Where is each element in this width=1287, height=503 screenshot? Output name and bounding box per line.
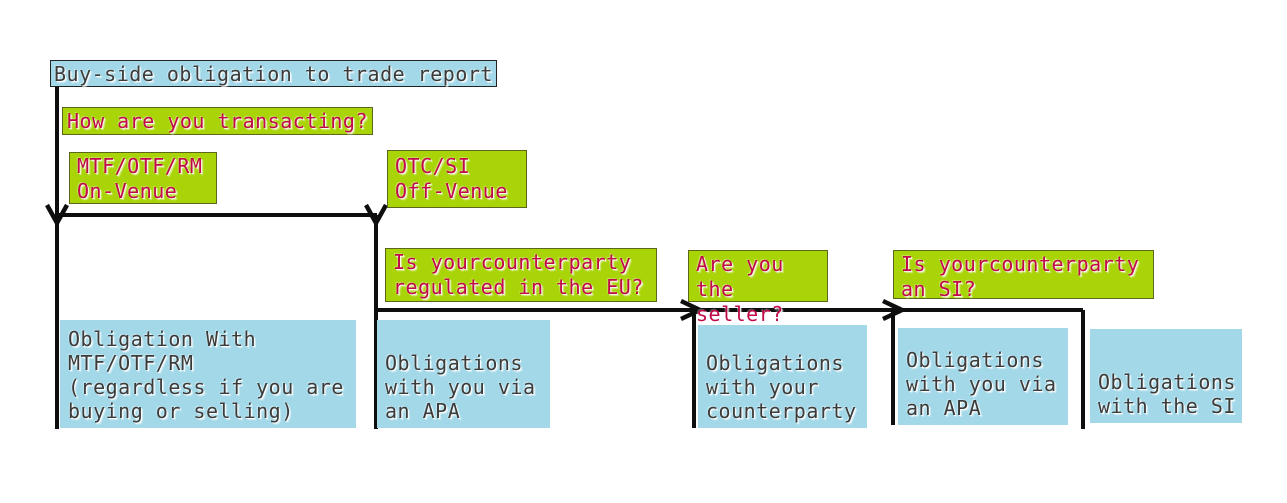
question-are-you-seller: Are you the seller? [688, 250, 828, 326]
question-counterparty-regulated-eu: Is yourcounterparty regulated in the EU? [385, 248, 657, 302]
result-with-counterparty: Obligations with your counterparty [698, 325, 867, 428]
diagram-title: Buy-side obligation to trade report [50, 60, 497, 87]
answer-on-venue: MTF/OTF/RM On-Venue [69, 152, 217, 204]
arrowhead-down-left-icon [45, 203, 69, 228]
result-apa-via-you-eu: Obligations with you via an APA [377, 320, 550, 428]
arrowhead-right-2-icon [882, 298, 908, 322]
arrowhead-right-1-icon [680, 298, 706, 322]
result-apa-via-you-seller: Obligations with you via an APA [898, 328, 1068, 425]
question-counterparty-si: Is yourcounterparty an SI? [893, 250, 1154, 301]
diagram-title-text: Buy-side obligation to trade report [54, 61, 493, 86]
arrowhead-down-right-icon [364, 203, 388, 228]
result-with-si: Obligations with the SI [1090, 329, 1242, 423]
result-venue-obligation: Obligation With MTF/OTF/RM (regardless i… [60, 320, 356, 428]
answer-off-venue: OTC/SI Off-Venue [387, 150, 527, 208]
question-how-transacting: How are you transacting? [62, 107, 373, 135]
